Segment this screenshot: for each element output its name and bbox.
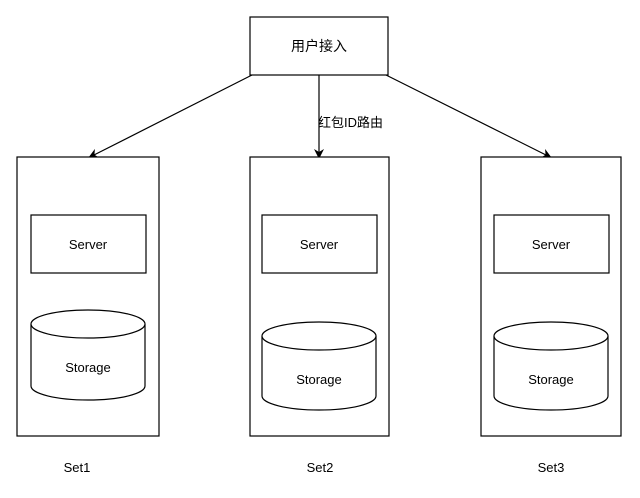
storage-label: Storage — [65, 360, 111, 375]
storage-cylinder — [30, 309, 146, 401]
server-box — [493, 214, 610, 274]
storage-label: Storage — [296, 372, 342, 387]
set-1: Server Storage Set1 — [16, 156, 160, 475]
set-2: Server Storage Set2 — [249, 156, 390, 475]
server-box — [261, 214, 378, 274]
set-name: Set3 — [538, 460, 565, 475]
routing-label: 红包ID路由 — [318, 115, 383, 130]
user-access-label: 用户接入 — [291, 38, 347, 54]
storage-cylinder — [493, 321, 609, 411]
user-access-node: 用户接入 — [249, 16, 389, 76]
storage-cylinder — [261, 321, 377, 411]
user-access-box — [249, 16, 389, 76]
arrow-to-set3 — [385, 74, 552, 158]
server-label: Server — [532, 237, 571, 252]
storage-label: Storage — [528, 372, 574, 387]
set-3: Server Storage Set3 — [480, 156, 622, 475]
server-label: Server — [69, 237, 108, 252]
set-name: Set1 — [64, 460, 91, 475]
server-label: Server — [300, 237, 339, 252]
set-name: Set2 — [307, 460, 334, 475]
arrow-to-set1 — [88, 74, 253, 158]
server-box — [30, 214, 147, 274]
